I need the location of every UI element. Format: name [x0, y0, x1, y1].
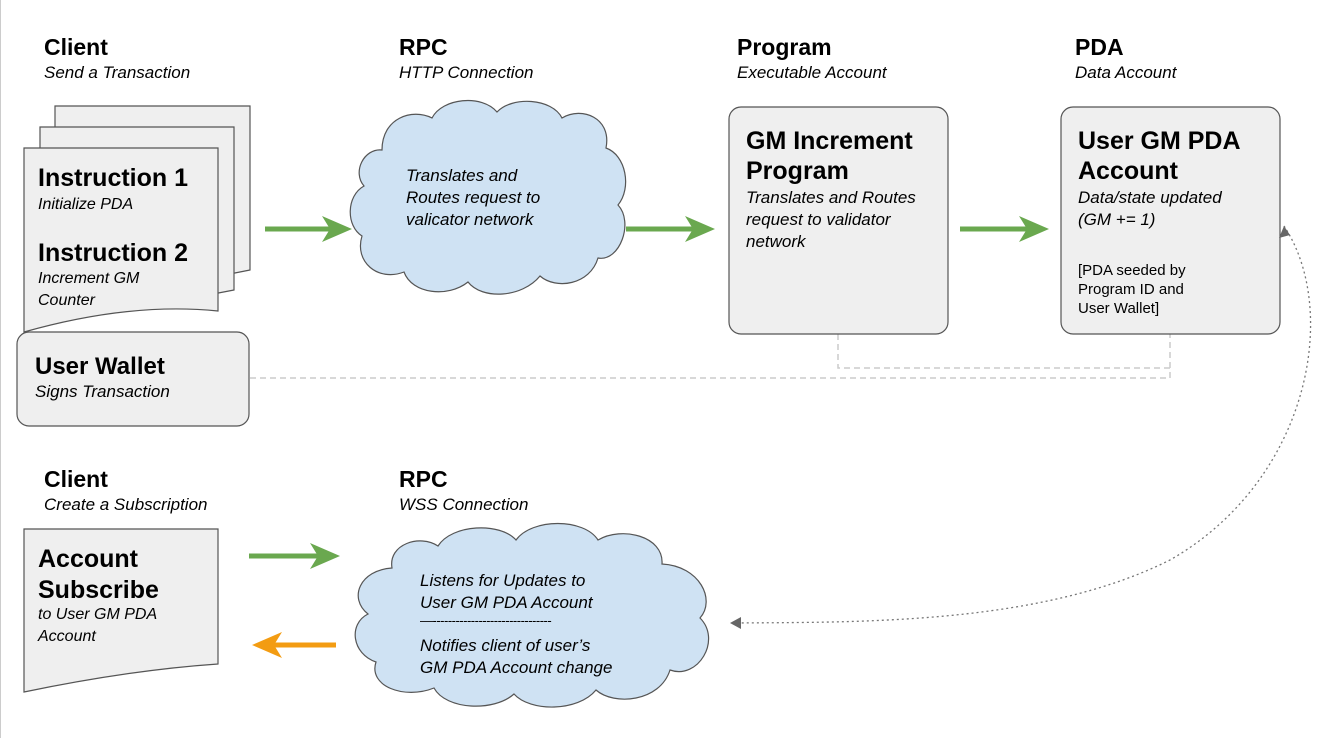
program-box-line-1: Translates and Routes [746, 188, 916, 207]
instruction-2-text-line-2: Counter [38, 292, 95, 309]
wss-rpc-heading: RPC [399, 466, 448, 492]
pda-box-title-line-1: User GM PDA [1078, 127, 1241, 155]
rpc-http-cloud [349, 99, 627, 295]
account-subscribe-line-2: Account [38, 628, 96, 645]
update-notification-curve [731, 225, 1312, 624]
pda-box-title-line-2: Account [1078, 157, 1178, 185]
instruction-2-title: Instruction 2 [38, 239, 189, 267]
rpc-wss-cloud [354, 523, 710, 708]
program-box-line-2: request to validator [746, 210, 891, 229]
client-subheading: Send a Transaction [44, 63, 191, 82]
user-wallet-text: Signs Transaction [35, 382, 170, 401]
rpc-subheading: HTTP Connection [399, 63, 534, 82]
user-wallet-title: User Wallet [35, 353, 165, 380]
subscription-client-heading: Client [44, 466, 108, 492]
user-wallet-box [16, 331, 250, 427]
pda-subheading: Data Account [1075, 63, 1177, 82]
curve-arrowhead-top [1279, 226, 1290, 238]
rpc-heading: RPC [399, 34, 448, 60]
program-box-title-line-1: GM Increment [746, 127, 913, 155]
pda-box [1060, 106, 1281, 335]
account-subscribe-title-line-2: Subscribe [38, 576, 159, 604]
account-subscribe-document [23, 528, 219, 693]
wss-cloud-divider: —------------------------------- [420, 613, 552, 628]
arrow-rpc-to-client [252, 632, 336, 658]
pda-box-line-1: Data/state updated [1078, 188, 1222, 207]
wss-cloud-line-1: Listens for Updates to [420, 571, 586, 590]
account-subscribe-line-1: to User GM PDA [38, 606, 158, 623]
instruction-1-text: Initialize PDA [38, 196, 134, 213]
client-heading: Client [44, 34, 108, 60]
pda-box-note-line-1: [PDA seeded by [1078, 262, 1186, 279]
instruction-2-text-line-1: Increment GM [38, 270, 140, 287]
rpc-cloud-line-3: valicator network [406, 210, 534, 229]
pda-box-note-line-2: Program ID and [1078, 281, 1184, 298]
program-box-title-line-2: Program [746, 157, 849, 185]
wss-cloud-line-2: User GM PDA Account [420, 593, 593, 612]
pda-box-note-line-3: User Wallet] [1078, 300, 1160, 317]
rpc-cloud-line-1: Translates and [406, 166, 518, 185]
program-box [728, 106, 949, 335]
subscription-client-subheading: Create a Subscription [44, 495, 208, 514]
program-heading: Program [737, 34, 832, 60]
document-front [23, 147, 219, 333]
curve-arrowhead-bottom [730, 617, 741, 629]
wss-cloud-line-3: Notifies client of user’s [420, 636, 591, 655]
pda-heading: PDA [1075, 34, 1124, 60]
arrow-client-to-rpc [265, 216, 352, 242]
pda-box-line-2: (GM += 1) [1078, 210, 1156, 229]
account-subscribe-title-line-1: Account [38, 545, 138, 573]
program-connector [837, 334, 1170, 369]
program-subheading: Executable Account [737, 63, 887, 82]
arrow-subscribe-to-rpc [249, 543, 340, 569]
wss-rpc-subheading: WSS Connection [399, 495, 529, 514]
rpc-cloud-line-2: Routes request to [406, 188, 541, 207]
instruction-1-title: Instruction 1 [38, 164, 189, 192]
arrow-program-to-pda [960, 216, 1049, 242]
arrow-rpc-to-program [626, 216, 715, 242]
wallet-connector [250, 334, 1171, 379]
program-box-line-3: network [746, 232, 806, 251]
wss-cloud-line-4: GM PDA Account change [420, 658, 613, 677]
